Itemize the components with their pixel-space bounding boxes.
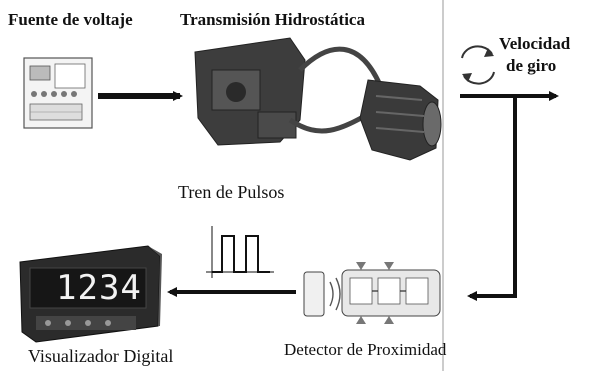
rotation-arrows-icon [461,45,495,85]
proximity-sensor-icon [303,262,441,324]
label-proximity-detector: Detector de Proximidad [284,340,447,359]
label-rotation-speed-1: Velocidad [499,34,571,53]
hydraulic-pump-motor-icon [194,37,442,161]
label-digital-display: Visualizador Digital [28,346,174,366]
label-pulse-train: Tren de Pulsos [178,182,285,202]
pulse-train-waveform [206,226,274,278]
label-hydrostatic-transmission: Transmisión Hidrostática [180,10,365,29]
digital-meter-icon [19,245,162,343]
power-supply-icon [23,57,93,129]
label-voltage-source: Fuente de voltaje [8,10,133,29]
label-rotation-speed-2: de giro [506,56,557,75]
arrow-speed-to-detector [467,96,517,301]
display-reading: 1234 [56,268,142,308]
